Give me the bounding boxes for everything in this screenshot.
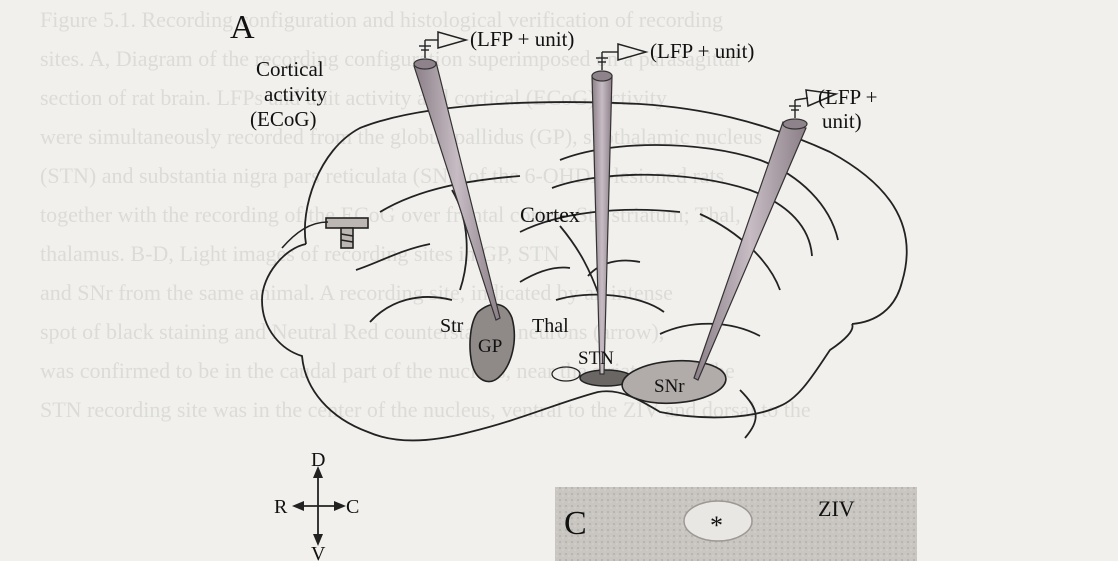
probe-gp-label: (LFP + unit) — [470, 27, 574, 51]
snr-label: SNr — [654, 376, 685, 397]
probe-snr-label-1: (LFP + — [818, 85, 878, 109]
brain-outline — [262, 102, 907, 440]
gp-label: GP — [478, 336, 502, 357]
ecog-label-1: Cortical — [256, 57, 324, 81]
small-structure — [552, 367, 580, 381]
cortex-label: Cortex — [520, 202, 580, 227]
thal-label: Thal — [532, 315, 569, 337]
compass-c: C — [346, 496, 359, 518]
panel-c-ziv-label: ZIV — [818, 496, 855, 521]
probe-stn-label: (LFP + unit) — [650, 39, 754, 63]
probe-gp — [414, 32, 500, 320]
orientation-compass — [292, 466, 346, 546]
panel-c-marker: * — [710, 511, 723, 540]
panel-c-label: C — [564, 505, 587, 542]
probe-snr — [694, 90, 836, 380]
ecog-screw — [282, 218, 368, 248]
probe-snr-label-2: unit) — [822, 109, 862, 133]
str-label: Str — [440, 315, 464, 337]
panel-c-micrograph: C * ZIV — [555, 487, 917, 561]
ecog-label-3: (ECoG) — [250, 107, 317, 131]
compass-d: D — [311, 449, 325, 471]
panel-a-label: A — [230, 9, 255, 46]
stn-label: STN — [578, 348, 614, 369]
ecog-label-2: activity — [264, 82, 327, 106]
compass-r: R — [274, 496, 288, 518]
compass-v: V — [311, 543, 326, 561]
